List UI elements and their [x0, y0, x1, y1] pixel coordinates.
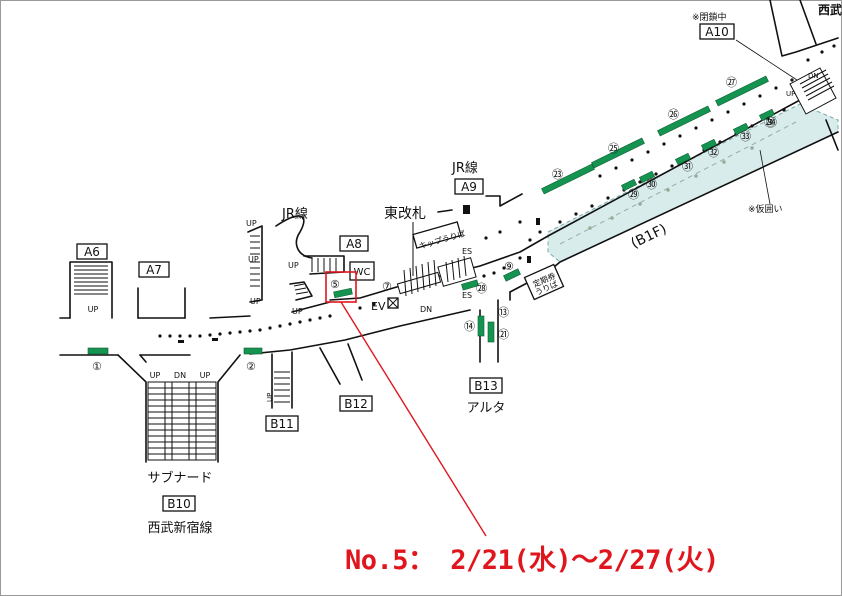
exit-a7-badge[interactable] [138, 261, 170, 278]
a9-pillar [463, 205, 470, 214]
ticket-gates [396, 259, 442, 297]
marker-23: ㉓ [552, 168, 563, 181]
marker-14: ⑭ [464, 320, 475, 333]
a6-up-label: UP [88, 305, 99, 314]
marker-28: ㉘ [476, 282, 487, 295]
marker-25-left: ㉕ [608, 142, 619, 155]
exit-b13-label: B13 [474, 379, 498, 393]
wc-label: WC [354, 267, 371, 278]
marker-2: ② [246, 360, 256, 373]
ev-label: EV [371, 300, 386, 313]
exit-a6-stair [69, 261, 113, 319]
exit-b13-badge[interactable] [469, 377, 503, 394]
a10-stairs [789, 67, 837, 115]
exit-a8-badge[interactable] [339, 235, 369, 252]
es-label-2: ES [462, 291, 472, 300]
a10-dn-label: DN [808, 72, 819, 80]
jr-up-label-4: UP [288, 261, 299, 270]
marker-27: ㉗ [726, 76, 737, 89]
marker-1: ① [92, 360, 102, 373]
exit-b12-label: B12 [344, 397, 368, 411]
exit-a7-label: A7 [146, 263, 162, 277]
ticket-office-box [412, 221, 462, 249]
corridor-walls [59, 0, 839, 356]
exit-a9-label: A9 [461, 180, 477, 194]
jr-a8-stairs [247, 215, 345, 303]
exit-b11-badge[interactable] [265, 415, 299, 432]
exit-a8-label: A8 [346, 237, 362, 251]
exit-b12-walls [319, 343, 363, 385]
marker-29: ㉙ [628, 188, 639, 201]
b10-up-label-2: UP [200, 371, 211, 380]
escalator-east [437, 255, 477, 287]
notice-caption: No.5： 2/21(水)～2/27(火) [345, 545, 719, 576]
seibu-partial-label: 西武 [818, 2, 842, 17]
exit-a6-label: A6 [84, 245, 100, 259]
marker-labels: ① ② ⑤ ⑦ ⑨ ⑬ ⑭ ㉑ ㉓ ㉔ ㉕ ㉖ ㉗ ㉘ ㉙ ㉚ ㉛ ㉜ ㉝ ㉞ [92, 76, 777, 373]
a10-pointer [735, 39, 801, 83]
exit-a9-badge[interactable] [454, 178, 484, 195]
construction-enclosure-area [547, 103, 839, 263]
marker-32: ㉜ [708, 146, 719, 159]
east-gate-label: 東改札 [384, 206, 426, 222]
commuter-pass-office [523, 263, 565, 301]
exit-a6-badge[interactable] [76, 243, 108, 260]
exit-a10-badge[interactable] [699, 23, 735, 40]
dn-label-gate: DN [420, 305, 432, 314]
ad-panels [87, 75, 776, 355]
temporary-enclosure-label: ※仮囲い [748, 203, 783, 215]
subnade-label: サブナード [147, 470, 212, 486]
exit-b10-badge[interactable] [162, 495, 196, 512]
jr-up-label-5: UP [292, 307, 303, 316]
b10-dn-label: DN [174, 371, 186, 380]
a10-up-label: UP [786, 90, 795, 98]
alta-label: アルタ [467, 401, 506, 416]
jr-line-label-right: JR線 [451, 160, 478, 176]
marker-25-right: ㉖ [668, 108, 679, 121]
jr-up-label-3: UP [250, 297, 261, 306]
highlight-pointer-line [340, 301, 487, 537]
b11-up-label: UP [266, 393, 274, 402]
marker-34: ㉞ [766, 116, 777, 129]
marker-33: ㉝ [740, 130, 751, 143]
exit-a10-label: A10 [705, 25, 728, 39]
jr-up-label-1: UP [246, 219, 257, 228]
marker-13: ⑬ [498, 306, 509, 319]
es-label-1: ES [462, 247, 472, 256]
marker-9: ⑨ [504, 260, 514, 273]
exit-b11-stair [271, 351, 293, 409]
marker-31: ㉛ [682, 160, 693, 173]
exit-b11-label: B11 [270, 417, 294, 431]
marker-5: ⑤ [330, 278, 340, 291]
enclosure-pointer [759, 149, 771, 205]
marker-24: ㉔ [764, 116, 775, 129]
marker-7: ⑦ [382, 280, 392, 293]
jr-up-label-2: UP [248, 255, 259, 264]
exit-b12-badge[interactable] [339, 395, 373, 412]
closed-note: ※閉鎖中 [692, 11, 727, 23]
marker-30: ㉚ [646, 178, 657, 191]
elevator-icon-cross-2 [387, 297, 399, 309]
jr-line-label-left: JR線 [281, 206, 308, 222]
exit-b10-stairs [117, 354, 241, 463]
seibu-shinjuku-label: 西武新宿線 [147, 520, 212, 536]
b10-up-label-1: UP [150, 371, 161, 380]
exit-b10-label: B10 [167, 497, 191, 511]
exit-a7-walls [137, 287, 186, 319]
walkway-dashes [178, 218, 540, 343]
marker-21: ㉑ [498, 328, 509, 341]
